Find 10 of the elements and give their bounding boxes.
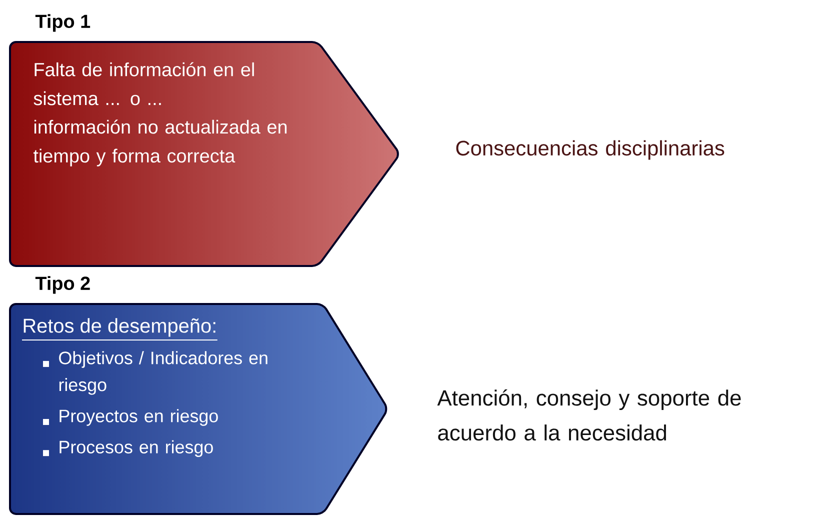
underlined-heading: Retos de desempeño: (22, 318, 218, 340)
heading: Tipo 2 (35, 276, 90, 294)
paragraph: Falta de información en el sistema ... o ... (34, 62, 254, 106)
paragraph: información no actualizada en tiempo y forma correcta (34, 120, 287, 166)
heading: Tipo 1 (35, 14, 90, 32)
bullet-item: Objetivos / Indicadores en riesgo (43, 351, 268, 395)
side-text: Consecuencias disciplinarias (456, 140, 724, 160)
bullet-item: Proyectos en riesgo (43, 409, 218, 426)
bullet-item: Procesos en riesgo (43, 440, 213, 457)
side-text: Atención, consejo y soporte de acuerdo a la necesidad (437, 389, 741, 441)
